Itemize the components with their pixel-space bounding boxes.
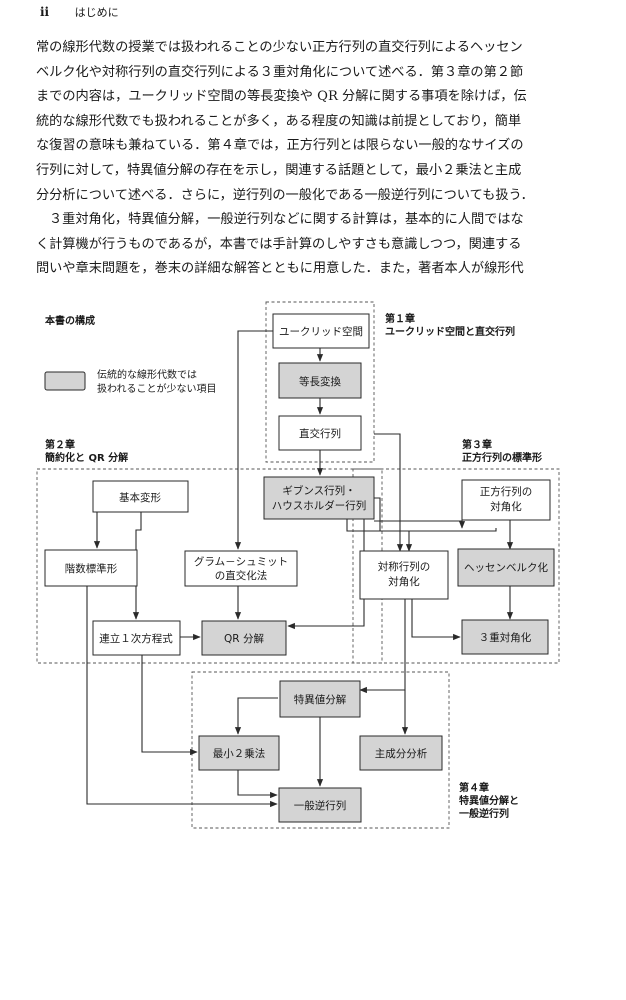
node-label: 階数標準形 — [65, 562, 118, 575]
text-line: 行列に対して，特異値分解の存在を示し，関連する話題として，最小２乗法と主成 — [36, 162, 522, 178]
text-line: く計算機が行うものであるが，本書では手計算のしやすさも意識しつつ，関連する — [36, 236, 522, 252]
node-orthogonal: 直交行列 — [278, 415, 362, 451]
node-isometry: 等長変換 — [278, 362, 362, 399]
section-title: はじめに — [74, 6, 119, 19]
node-label: ３重対角化 — [479, 631, 532, 644]
node-euclid: ユークリッド空間 — [272, 313, 370, 349]
node-label: ハウスホルダー行列 — [272, 499, 367, 512]
node-geninv: 一般逆行列 — [278, 787, 362, 823]
node-label: 基本変形 — [119, 491, 161, 504]
node-pca: 主成分分析 — [359, 735, 443, 771]
chapter3-region — [352, 468, 560, 664]
text-line: ３重対角化，特異値分解，一般逆行列などに関する計算は，基本的に人間ではな — [49, 212, 524, 227]
chapter1-subtitle: ユークリッド空間と直交行列 — [385, 325, 515, 338]
node-hessen: ヘッセンベルク化 — [457, 548, 555, 587]
chapter4-heading: 第４章 — [459, 781, 489, 794]
node-label: 直交行列 — [299, 427, 341, 440]
diagram-edges — [86, 330, 514, 808]
node-elementary: 基本変形 — [92, 480, 189, 513]
diagram-title: 本書の構成 — [45, 314, 95, 327]
node-svd: 特異値分解 — [279, 680, 361, 718]
chapter4-subtitle: 一般逆行列 — [459, 807, 509, 820]
chapter3-heading: 第３章 — [462, 438, 492, 451]
node-tri: ３重対角化 — [461, 619, 549, 655]
text-line: な復習の意味も兼ねている．第４章では，正方行列とは限らない一般的なサイズの — [36, 138, 524, 154]
node-label: 対角化 — [388, 575, 420, 588]
node-label: 特異値分解 — [294, 693, 347, 706]
node-label: の直交化法 — [215, 569, 268, 582]
node-label: 最小２乗法 — [213, 747, 266, 760]
node-linear: 連立１次方程式 — [92, 620, 181, 656]
node-givens: ギブンス行列・ ハウスホルダー行列 — [263, 476, 375, 520]
node-echelon: 階数標準形 — [44, 549, 138, 587]
node-symdiag: 対称行列の 対角化 — [359, 550, 449, 600]
legend-text-line: 扱われることが少ない項目 — [97, 382, 217, 395]
text-line: 問いや章末問題を，巻末の詳細な解答とともに用意した．また，著者本人が線形代 — [36, 261, 524, 277]
text-line: までの内容は，ユークリッド空間の等長変換や QR 分解に関する事項を除けば，伝 — [36, 89, 527, 105]
chapter4-subtitle: 特異値分解と — [459, 794, 519, 807]
node-qr: QR 分解 — [201, 620, 287, 656]
legend-text-line: 伝統的な線形代数では — [97, 368, 197, 381]
node-label: 主成分分析 — [375, 747, 428, 760]
text-line: ベルク化や対称行列の直交行列による３重対角化について述べる．第３章の第２節 — [36, 64, 524, 80]
chapter1-heading: 第１章 — [385, 312, 415, 325]
chapter2-heading: 第２章 — [45, 438, 75, 451]
paragraph-2: ３重対角化，特異値分解，一般逆行列などに関する計算は，基本的に人間ではな く計算… — [36, 208, 592, 282]
text-line: 統的な線形代数でも扱われることが多く，ある程度の知識は前提としており，簡単 — [36, 113, 522, 129]
node-diag: 正方行列の 対角化 — [461, 479, 551, 521]
chapter2-subtitle: 簡約化と QR 分解 — [45, 451, 128, 464]
page-number: ii — [40, 5, 50, 19]
node-lsq: 最小２乗法 — [198, 735, 280, 771]
text-line: 常の線形代数の授業では扱われることの少ない正方行列の直交行列によるヘッセン — [36, 40, 523, 55]
node-label: 等長変換 — [299, 375, 341, 388]
paragraph-1: 常の線形代数の授業では扱われることの少ない正方行列の直交行列によるヘッセン ベル… — [36, 36, 592, 208]
node-label: QR 分解 — [224, 632, 264, 645]
node-label: ギブンス行列・ — [282, 484, 355, 497]
node-label: 対角化 — [490, 500, 522, 513]
node-gram: グラム－シュミット の直交化法 — [184, 550, 298, 587]
node-label: 正方行列の — [480, 485, 533, 498]
legend-swatch — [44, 371, 86, 391]
node-label: ヘッセンベルク化 — [464, 561, 548, 574]
node-label: 一般逆行列 — [294, 799, 347, 812]
node-label: ユークリッド空間 — [279, 325, 363, 338]
node-label: 対称行列の — [378, 560, 431, 573]
node-label: グラム－シュミット — [194, 555, 288, 568]
node-label: 連立１次方程式 — [99, 632, 173, 645]
page-header: ii はじめに — [40, 4, 119, 20]
text-line: 分分析について述べる．さらに，逆行列の一般化である一般逆行列についても扱う． — [36, 187, 534, 203]
chapter3-subtitle: 正方行列の標準形 — [462, 451, 542, 464]
